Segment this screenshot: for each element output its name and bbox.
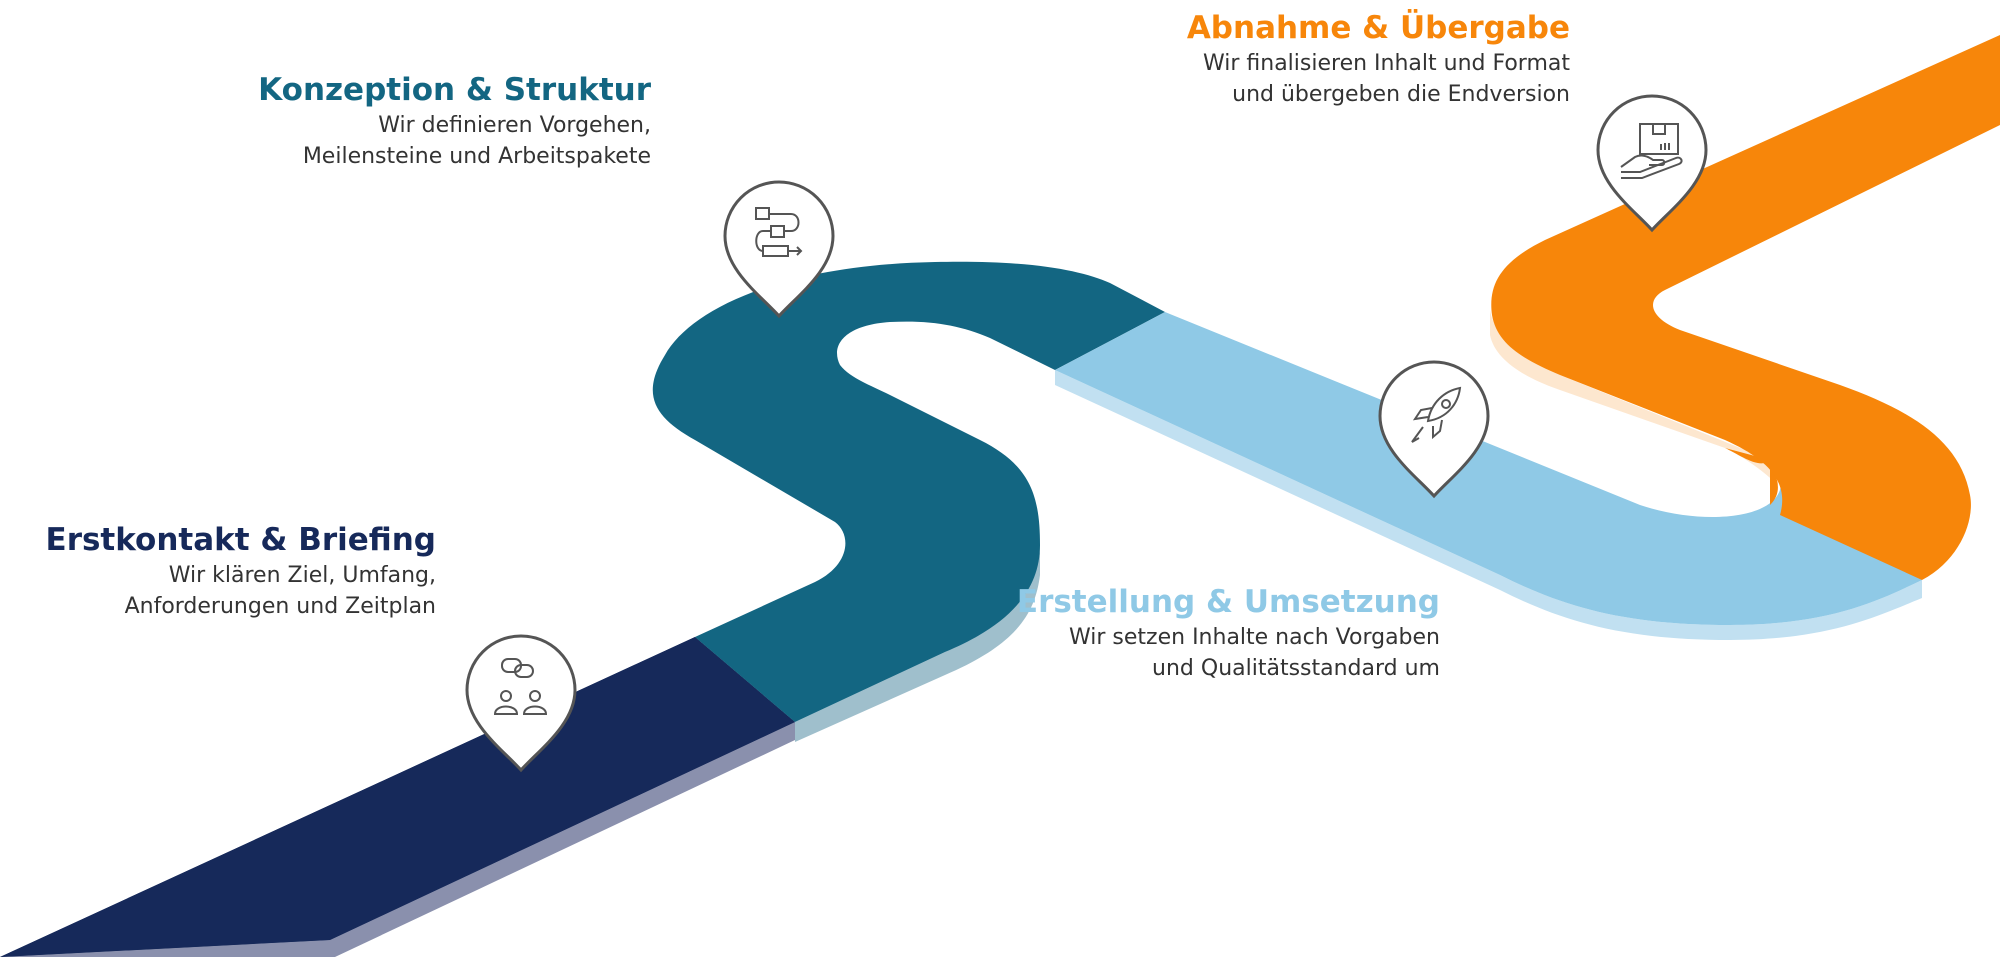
phase-3-block: Erstellung & Umsetzung Wir setzen Inhalt…	[1017, 582, 1440, 684]
phase-2-desc-line1: Wir definieren Vorgehen,	[378, 113, 651, 138]
road-segment-3	[1055, 312, 1922, 625]
phase-3-title: Erstellung & Umsetzung	[1016, 584, 1440, 620]
phase-2-desc-line2: Meilensteine und Arbeitspakete	[302, 144, 651, 169]
phase-4-desc-line2: und übergeben die Endversion	[1232, 82, 1570, 107]
package-hand-icon	[1620, 123, 1683, 179]
pin-2	[723, 180, 835, 319]
pin-1	[465, 634, 577, 773]
phase-2-block: Konzeption & Struktur Wir definieren Vor…	[258, 70, 651, 172]
phase-1-title: Erstkontakt & Briefing	[45, 522, 436, 558]
pin-4	[1596, 94, 1708, 233]
phase-2-title: Konzeption & Struktur	[258, 72, 651, 108]
pin-3	[1378, 360, 1490, 499]
phase-1-desc-line2: Anforderungen und Zeitplan	[124, 594, 436, 619]
road-segment-2	[652, 261, 1165, 722]
phase-4-title: Abnahme & Übergabe	[1186, 10, 1570, 46]
phase-4-block: Abnahme & Übergabe Wir finalisieren Inha…	[1187, 8, 1570, 110]
phase-1-block: Erstkontakt & Briefing Wir klären Ziel, …	[46, 520, 436, 622]
phase-3-desc-line1: Wir setzen Inhalte nach Vorgaben	[1069, 625, 1440, 650]
phase-4-desc-line1: Wir finalisieren Inhalt und Format	[1202, 51, 1570, 76]
flowchart-icon	[755, 207, 803, 257]
phase-1-desc-line1: Wir klären Ziel, Umfang,	[168, 563, 436, 588]
people-chat-icon	[493, 658, 548, 715]
phase-3-desc-line2: und Qualitätsstandard um	[1152, 656, 1440, 681]
rocket-icon	[1411, 386, 1462, 443]
